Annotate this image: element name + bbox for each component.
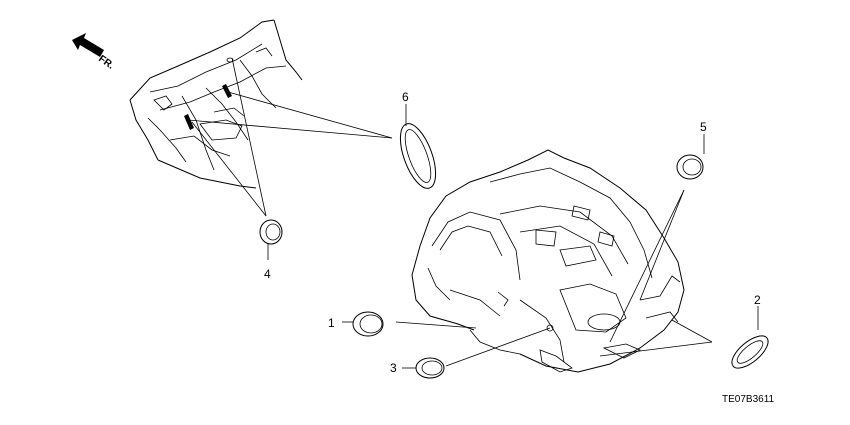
callout-5: 5 xyxy=(700,120,707,134)
part-4-grommet[interactable] xyxy=(259,219,283,245)
part-code: TE07B3611 xyxy=(722,394,775,405)
callout-4: 4 xyxy=(264,267,271,281)
part-2-oval-plug[interactable] xyxy=(727,330,774,374)
part-3-grommet[interactable] xyxy=(415,357,445,379)
rear-body-illustration xyxy=(411,149,685,373)
floor-panel-illustration xyxy=(129,19,303,189)
leader-lines xyxy=(187,57,759,369)
callout-3: 3 xyxy=(390,361,397,375)
part-1-grommet[interactable] xyxy=(352,311,384,337)
part-6-oval-plug[interactable] xyxy=(393,119,443,192)
callout-6: 6 xyxy=(402,90,409,104)
part-5-grommet[interactable] xyxy=(676,154,704,180)
callout-2: 2 xyxy=(754,293,761,307)
front-arrow-icon: FR. xyxy=(72,33,116,72)
callout-1: 1 xyxy=(328,316,335,330)
